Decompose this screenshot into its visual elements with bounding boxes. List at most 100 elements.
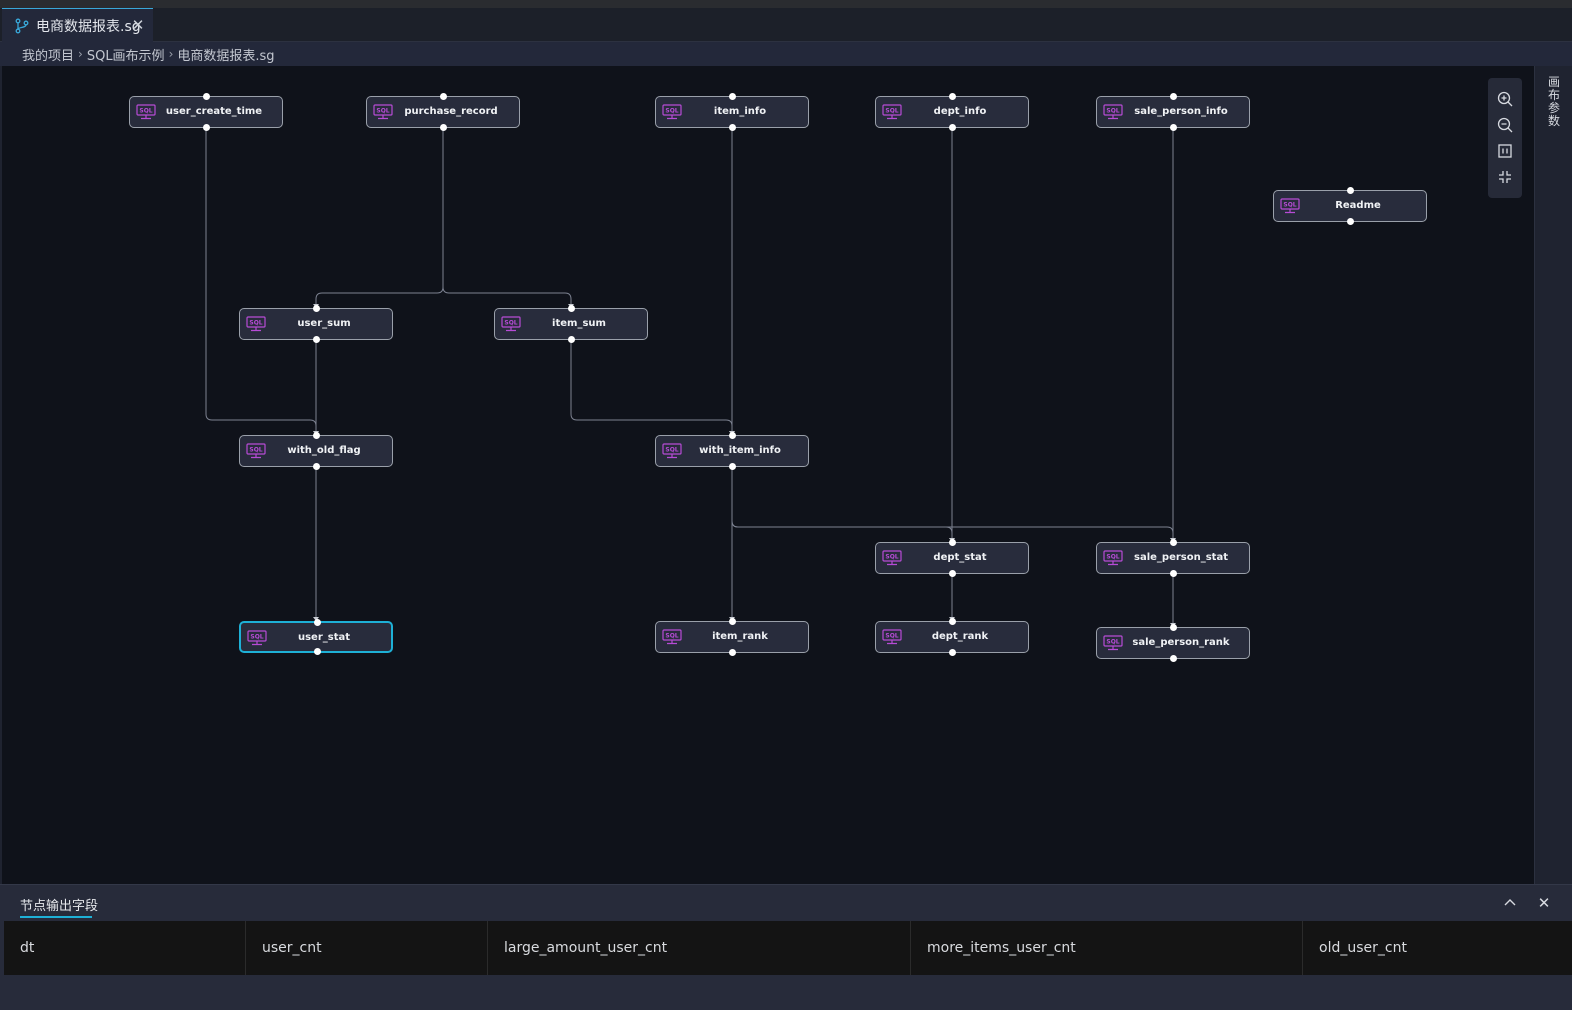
node-label: dept_rank (931, 631, 989, 642)
input-port[interactable] (1347, 187, 1354, 194)
fit-view-icon[interactable] (1496, 142, 1514, 160)
node-sale-person-stat[interactable]: SQL sale_person_stat (1096, 539, 1250, 577)
output-port[interactable] (949, 649, 956, 656)
chevron-up-icon[interactable] (1501, 894, 1519, 912)
input-port[interactable] (1170, 93, 1177, 100)
node-dept-rank[interactable]: SQL dept_rank (875, 618, 1029, 656)
node-item-rank[interactable]: SQL item_rank (655, 618, 809, 656)
input-port[interactable] (313, 432, 320, 439)
input-port[interactable] (1170, 624, 1177, 631)
input-port[interactable] (568, 305, 575, 312)
zoom-toolbar (1488, 78, 1522, 198)
tab-close-button[interactable]: ✕ (131, 16, 145, 34)
node-label: sale_person_stat (1134, 552, 1228, 563)
output-port[interactable] (568, 336, 575, 343)
panel-close-button[interactable]: ✕ (1537, 894, 1551, 912)
node-label: dept_stat (933, 552, 987, 563)
chevron-right-icon: › (78, 47, 83, 61)
sql-monitor-icon: SQL (662, 629, 682, 645)
field-cell[interactable]: user_cnt (246, 921, 488, 975)
field-cell[interactable]: dt (4, 921, 246, 975)
output-port[interactable] (729, 463, 736, 470)
node-label: user_stat (297, 632, 351, 643)
svg-text:SQL: SQL (665, 633, 678, 640)
output-fields-row: dt user_cnt large_amount_user_cnt more_i… (4, 921, 1572, 975)
svg-text:SQL: SQL (1106, 554, 1119, 561)
svg-text:SQL: SQL (1106, 639, 1119, 646)
svg-text:SQL: SQL (665, 447, 678, 454)
sql-monitor-icon: SQL (662, 443, 682, 459)
input-port[interactable] (203, 93, 210, 100)
svg-text:SQL: SQL (665, 108, 678, 115)
field-cell[interactable]: old_user_cnt (1319, 940, 1407, 956)
canvas-params-tab[interactable]: 画布参数 (1547, 75, 1560, 128)
editor-tab-active[interactable]: 电商数据报表.sg ✕ (2, 8, 153, 43)
output-port[interactable] (729, 124, 736, 131)
node-dept-stat[interactable]: SQL dept_stat (875, 539, 1029, 577)
input-port[interactable] (729, 432, 736, 439)
field-cell[interactable]: large_amount_user_cnt (488, 921, 911, 975)
input-port[interactable] (949, 93, 956, 100)
breadcrumb-item-folder[interactable]: SQL画布示例 (86, 48, 165, 64)
sql-monitor-icon: SQL (1103, 635, 1123, 651)
breadcrumb-item-project[interactable]: 我的项目 (22, 48, 75, 64)
sql-monitor-icon: SQL (373, 104, 393, 120)
field-cell[interactable]: more_items_user_cnt (911, 921, 1303, 975)
output-port[interactable] (949, 124, 956, 131)
zoom-out-icon[interactable] (1496, 116, 1514, 134)
collapse-icon[interactable] (1496, 168, 1514, 186)
edge-with_item_info-to-sale_person_stat (731, 467, 1174, 542)
input-port[interactable] (949, 618, 956, 625)
node-label: item_rank (712, 631, 768, 642)
input-port[interactable] (729, 93, 736, 100)
sql-monitor-icon: SQL (246, 443, 266, 459)
sql-monitor-icon: SQL (882, 550, 902, 566)
zoom-in-icon[interactable] (1496, 90, 1514, 108)
output-port[interactable] (203, 124, 210, 131)
output-port[interactable] (729, 649, 736, 656)
node-label: sale_person_info (1134, 106, 1228, 117)
input-port[interactable] (729, 618, 736, 625)
tab-title: 电商数据报表.sg (36, 19, 141, 35)
editor-tab-bar: 电商数据报表.sg ✕ (0, 8, 1572, 43)
node-output-panel: 节点输出字段 ✕ dt user_cnt large_amount_user_c… (0, 884, 1572, 1010)
input-port[interactable] (949, 539, 956, 546)
output-port[interactable] (314, 648, 321, 655)
svg-text:SQL: SQL (885, 633, 898, 640)
sql-monitor-icon: SQL (662, 104, 682, 120)
svg-text:SQL: SQL (249, 320, 262, 327)
sql-monitor-icon: SQL (882, 104, 902, 120)
input-port[interactable] (1170, 539, 1177, 546)
sql-monitor-icon: SQL (1103, 550, 1123, 566)
output-port[interactable] (313, 463, 320, 470)
input-port[interactable] (440, 93, 447, 100)
active-tab-indicator (20, 916, 92, 918)
output-port[interactable] (440, 124, 447, 131)
output-port[interactable] (1170, 570, 1177, 577)
output-port[interactable] (949, 570, 956, 577)
input-port[interactable] (313, 305, 320, 312)
input-port[interactable] (314, 619, 321, 626)
svg-text:SQL: SQL (376, 108, 389, 115)
output-port[interactable] (1170, 655, 1177, 662)
tab-node-output-fields[interactable]: 节点输出字段 (20, 899, 99, 914)
output-port[interactable] (1347, 218, 1354, 225)
svg-text:SQL: SQL (249, 447, 262, 454)
breadcrumb-item-file[interactable]: 电商数据报表.sg (177, 48, 275, 64)
output-port[interactable] (313, 336, 320, 343)
output-port[interactable] (1170, 124, 1177, 131)
svg-text:SQL: SQL (504, 320, 517, 327)
